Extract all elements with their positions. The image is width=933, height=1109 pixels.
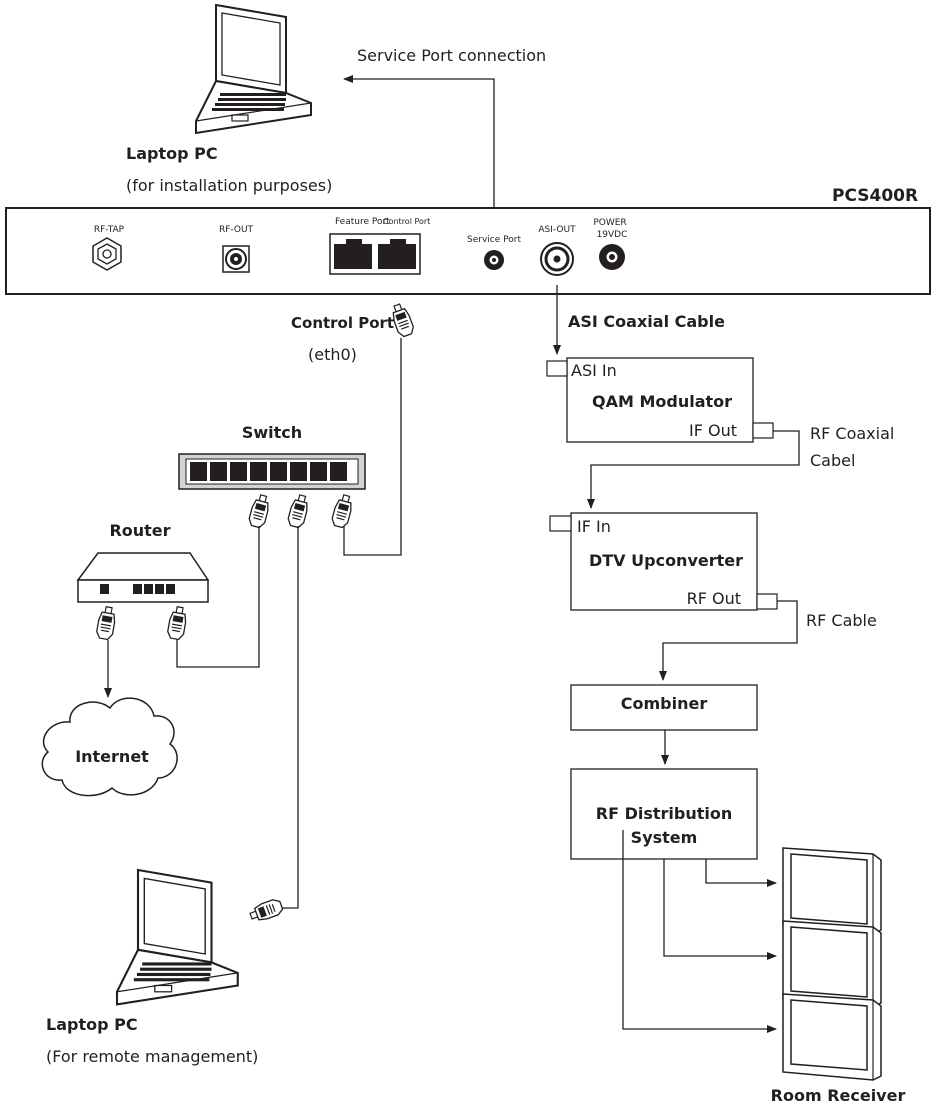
control-port-title: Control Port bbox=[291, 314, 394, 332]
distribution-box bbox=[570, 768, 758, 860]
combiner-label: Combiner bbox=[621, 694, 708, 713]
qam-modulator-box bbox=[566, 357, 754, 443]
power-spec-label: 19VDC bbox=[597, 230, 628, 240]
remote-laptop-line bbox=[282, 526, 299, 909]
rf-coax-line bbox=[587, 430, 800, 509]
ethernet-plug-icon bbox=[247, 897, 285, 925]
router-label: Router bbox=[109, 521, 170, 540]
receiver-line bbox=[663, 859, 777, 960]
receiver-line bbox=[705, 859, 777, 887]
if-in-connector bbox=[549, 515, 572, 532]
asi-out-connector-icon bbox=[540, 242, 574, 276]
room-receiver-icon bbox=[782, 847, 882, 935]
rf-coax-label-2: Cabel bbox=[810, 451, 855, 470]
feature-port-label: Feature Port bbox=[335, 217, 390, 227]
control-port-line bbox=[343, 338, 402, 556]
rf-tap-connector-icon bbox=[92, 237, 122, 271]
control-port-sub: (eth0) bbox=[308, 345, 357, 364]
if-out-connector bbox=[752, 422, 774, 439]
rf-coax-label-1: RF Coaxial bbox=[810, 424, 894, 443]
service-port-connection-label: Service Port connection bbox=[357, 46, 546, 65]
power-jack-icon bbox=[599, 244, 625, 270]
room-receiver-icon bbox=[782, 920, 882, 1008]
control-port-label: Control Port bbox=[383, 217, 430, 226]
remote-laptop-subtitle: (For remote management) bbox=[46, 1047, 258, 1066]
laptop-icon bbox=[115, 868, 239, 1006]
service-port-line bbox=[343, 75, 495, 235]
laptop-title: Laptop PC bbox=[126, 144, 218, 163]
router-icon bbox=[76, 552, 210, 603]
cloud-icon bbox=[41, 697, 178, 797]
service-port-icon bbox=[484, 250, 504, 270]
qam-output-label: IF Out bbox=[689, 421, 737, 440]
room-receiver-icon bbox=[782, 993, 882, 1081]
laptop-subtitle: (for installation purposes) bbox=[126, 176, 332, 195]
ethernet-plug-icon bbox=[329, 492, 356, 530]
ethernet-ports-icon bbox=[329, 233, 421, 275]
switch-label: Switch bbox=[242, 423, 302, 442]
room-receiver-label: Room Receiver bbox=[771, 1086, 906, 1105]
asi-in-connector bbox=[546, 360, 568, 377]
rf-cable-label: RF Cable bbox=[806, 611, 877, 630]
rf-cable-line bbox=[659, 600, 798, 681]
switch-icon bbox=[178, 453, 366, 490]
device-model: PCS400R bbox=[832, 186, 918, 206]
internet-label: Internet bbox=[75, 747, 149, 766]
qam-title: QAM Modulator bbox=[592, 392, 732, 411]
rf-out-connector-icon bbox=[222, 245, 250, 273]
upconverter-title: DTV Upconverter bbox=[589, 551, 743, 570]
ethernet-plug-icon bbox=[95, 605, 118, 641]
laptop-icon bbox=[195, 4, 312, 134]
ethernet-plug-icon bbox=[285, 492, 312, 530]
rf-out-label: RF-OUT bbox=[219, 225, 254, 235]
upconverter-output-label: RF Out bbox=[687, 589, 741, 608]
asi-out-label: ASI-OUT bbox=[538, 225, 576, 235]
device-panel bbox=[5, 207, 931, 295]
combiner-box bbox=[570, 684, 758, 731]
rf-out-connector bbox=[756, 593, 778, 610]
service-port-label: Service Port bbox=[467, 235, 521, 245]
receiver-line bbox=[622, 830, 777, 1033]
rf-tap-label: RF-TAP bbox=[94, 225, 125, 235]
ethernet-plug-icon bbox=[166, 605, 189, 641]
ethernet-plug-icon bbox=[246, 492, 273, 530]
remote-laptop-title: Laptop PC bbox=[46, 1015, 138, 1034]
distribution-label-1: RF Distribution bbox=[596, 804, 733, 823]
upconverter-box bbox=[570, 512, 758, 611]
distribution-label-2: System bbox=[631, 828, 698, 847]
asi-cable-label: ASI Coaxial Cable bbox=[568, 312, 725, 331]
qam-input-label: ASI In bbox=[571, 361, 617, 380]
upconverter-input-label: IF In bbox=[577, 517, 611, 536]
router-line bbox=[176, 526, 260, 668]
power-label: POWER bbox=[593, 218, 626, 228]
